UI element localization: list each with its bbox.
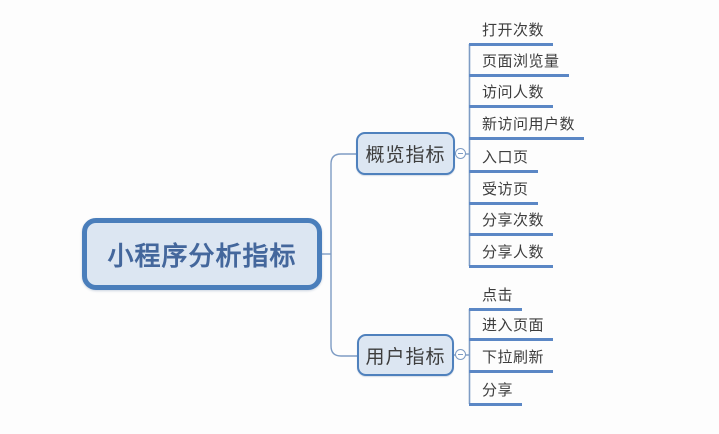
leaf-node[interactable]: 点击	[469, 286, 523, 311]
leaf-node[interactable]: 分享	[469, 381, 523, 406]
connector-root-to-overview	[330, 153, 356, 254]
root-node[interactable]: 小程序分析指标	[82, 218, 322, 290]
minus-icon	[458, 152, 463, 155]
leaf-node[interactable]: 新访问用户数	[469, 115, 585, 140]
leaf-node[interactable]: 访问人数	[469, 83, 554, 108]
leaf-node[interactable]: 进入页面	[469, 316, 554, 341]
leaf-node[interactable]: 入口页	[469, 148, 538, 173]
minus-icon	[458, 353, 463, 356]
branch-overview-label: 概览指标	[365, 145, 446, 166]
connector-root-to-users	[330, 254, 357, 357]
leaf-node[interactable]: 分享人数	[469, 243, 554, 268]
collapse-toggle-overview[interactable]	[455, 148, 466, 159]
leaf-node[interactable]: 页面浏览量	[469, 52, 569, 77]
leaf-node[interactable]: 分享次数	[469, 211, 554, 236]
leaf-node[interactable]: 打开次数	[469, 21, 554, 46]
branch-node-overview[interactable]: 概览指标	[356, 132, 455, 175]
branch-users-label: 用户指标	[365, 346, 446, 368]
leaf-node[interactable]: 下拉刷新	[469, 348, 554, 373]
branch-node-users[interactable]: 用户指标	[357, 334, 454, 376]
leaf-node[interactable]: 受访页	[469, 180, 538, 205]
root-node-label: 小程序分析指标	[107, 240, 297, 271]
collapse-toggle-users[interactable]	[455, 349, 466, 360]
